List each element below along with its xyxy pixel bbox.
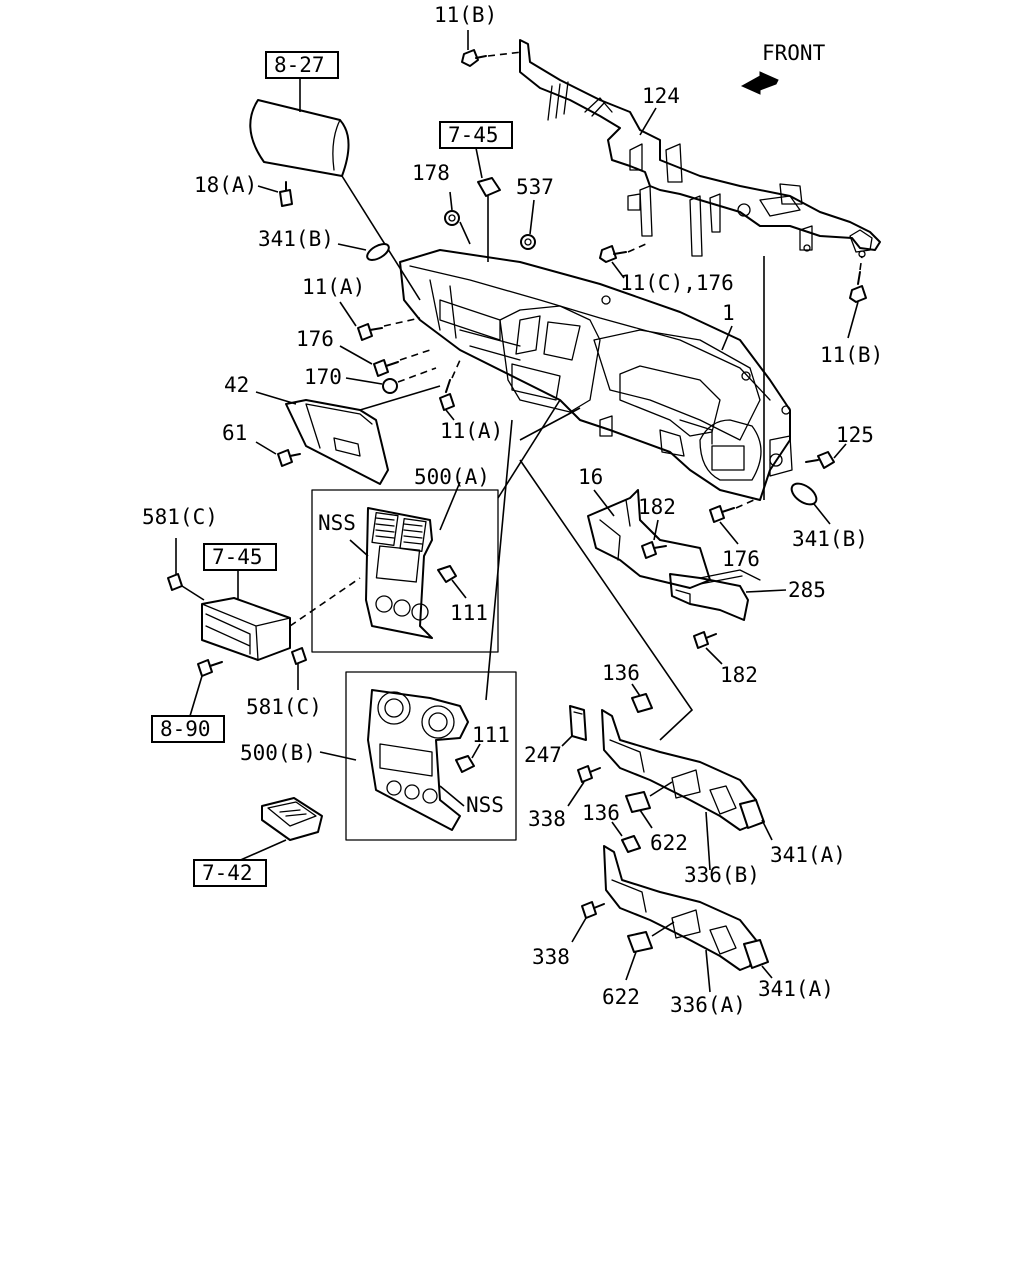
plug-341b-left xyxy=(366,243,390,261)
clip-136-mid xyxy=(621,835,641,853)
screw-338-top xyxy=(577,765,601,783)
label-336b: 336(B) xyxy=(684,863,760,887)
cap-341a-bottom xyxy=(743,939,769,969)
label-11c-176: 11(C),176 xyxy=(620,271,734,295)
label-338-bottom: 338 xyxy=(532,945,570,969)
screw-8-90 xyxy=(197,659,223,677)
screw-182-bottom xyxy=(693,631,717,649)
ref-box-8-27 xyxy=(265,51,339,79)
lower-cover-336b xyxy=(601,709,757,831)
label-500b: 500(B) xyxy=(240,741,316,765)
label-182-bottom: 182 xyxy=(720,663,758,687)
lower-cover-336a xyxy=(603,845,757,971)
grommet-170 xyxy=(382,378,398,394)
bolt-11b-top xyxy=(461,49,487,67)
label-341b-right: 341(B) xyxy=(792,527,868,551)
label-1: 1 xyxy=(722,301,735,325)
ref-7-45-left: 7-45 xyxy=(212,545,263,569)
label-nss-a: NSS xyxy=(318,511,356,535)
label-338-top: 338 xyxy=(528,807,566,831)
clip-111-b xyxy=(455,755,475,773)
clip-7-45 xyxy=(477,177,501,197)
label-622-bottom: 622 xyxy=(602,985,640,1009)
label-11b-right: 11(B) xyxy=(820,343,883,367)
cap-341a-top xyxy=(739,799,765,829)
label-182-top: 182 xyxy=(638,495,676,519)
ref-8-90: 8-90 xyxy=(160,717,211,741)
label-622-top: 622 xyxy=(650,831,688,855)
ashtray-7-42 xyxy=(261,797,323,841)
screw-338-bottom xyxy=(581,901,605,919)
label-16: 16 xyxy=(578,465,603,489)
label-11b-top: 11(B) xyxy=(434,3,497,27)
inset-box-500b xyxy=(345,671,517,841)
screw-125 xyxy=(805,451,835,469)
knee-bracket-16 xyxy=(587,489,711,589)
label-176-left: 176 xyxy=(296,327,334,351)
label-581c-top: 581(C) xyxy=(142,505,218,529)
bolt-11c xyxy=(599,245,627,263)
screw-61 xyxy=(277,449,301,467)
label-581c-bottom: 581(C) xyxy=(246,695,322,719)
center-bezel-500b xyxy=(367,689,469,831)
front-arrow-icon xyxy=(740,71,779,95)
ref-7-42: 7-42 xyxy=(202,861,253,885)
label-11a-top: 11(A) xyxy=(302,275,365,299)
label-500a: 500(A) xyxy=(414,465,490,489)
ref-box-8-90 xyxy=(151,715,225,743)
front-label: FRONT xyxy=(762,41,826,65)
cross-car-beam-124 xyxy=(519,39,881,258)
ref-box-7-45-left xyxy=(203,543,277,571)
label-341b-left: 341(B) xyxy=(258,227,334,251)
screw-581c-top xyxy=(167,573,183,591)
bracket-7-45 xyxy=(201,597,291,661)
screw-176-right xyxy=(709,505,735,523)
label-537: 537 xyxy=(516,175,554,199)
center-bezel-500a xyxy=(365,507,433,639)
label-341a-top: 341(A) xyxy=(770,843,846,867)
label-178: 178 xyxy=(412,161,450,185)
screw-11a-top xyxy=(357,323,383,341)
screw-581c-bottom xyxy=(291,647,307,665)
label-111-a: 111 xyxy=(450,601,488,625)
label-61: 61 xyxy=(222,421,247,445)
plug-341b-right xyxy=(790,482,818,506)
label-341a-bottom: 341(A) xyxy=(758,977,834,1001)
label-285: 285 xyxy=(788,578,826,602)
ref-box-7-45-top xyxy=(439,121,513,149)
switch-622-bottom xyxy=(627,931,653,953)
label-136-top: 136 xyxy=(602,661,640,685)
screw-176-left xyxy=(373,359,399,377)
label-125: 125 xyxy=(836,423,874,447)
label-11a-mid: 11(A) xyxy=(440,419,503,443)
instrument-panel-1 xyxy=(399,249,793,501)
glove-box-42 xyxy=(285,399,389,485)
label-nss-b: NSS xyxy=(466,793,504,817)
label-247: 247 xyxy=(524,743,562,767)
label-111-b: 111 xyxy=(472,723,510,747)
label-170: 170 xyxy=(304,365,342,389)
screw-18a xyxy=(279,181,293,207)
nut-178 xyxy=(444,210,460,226)
bracket-285 xyxy=(669,569,761,621)
ref-box-7-42 xyxy=(193,859,267,887)
clip-111-a xyxy=(437,565,457,583)
label-336a: 336(A) xyxy=(670,993,746,1017)
switch-622-top xyxy=(625,791,651,813)
label-124: 124 xyxy=(642,84,680,108)
bracket-247 xyxy=(569,705,587,741)
clip-136-top xyxy=(631,693,653,713)
label-42: 42 xyxy=(224,373,249,397)
label-176-right: 176 xyxy=(722,547,760,571)
label-18a: 18(A) xyxy=(194,173,257,197)
screw-11a-mid xyxy=(439,379,455,411)
nut-537 xyxy=(520,234,536,250)
ref-7-45-top: 7-45 xyxy=(448,123,499,147)
bolt-11b-right xyxy=(849,271,867,303)
label-136-mid: 136 xyxy=(582,801,620,825)
ref-8-27: 8-27 xyxy=(274,53,325,77)
screw-182-top xyxy=(641,541,667,559)
airbag-module xyxy=(249,99,350,177)
